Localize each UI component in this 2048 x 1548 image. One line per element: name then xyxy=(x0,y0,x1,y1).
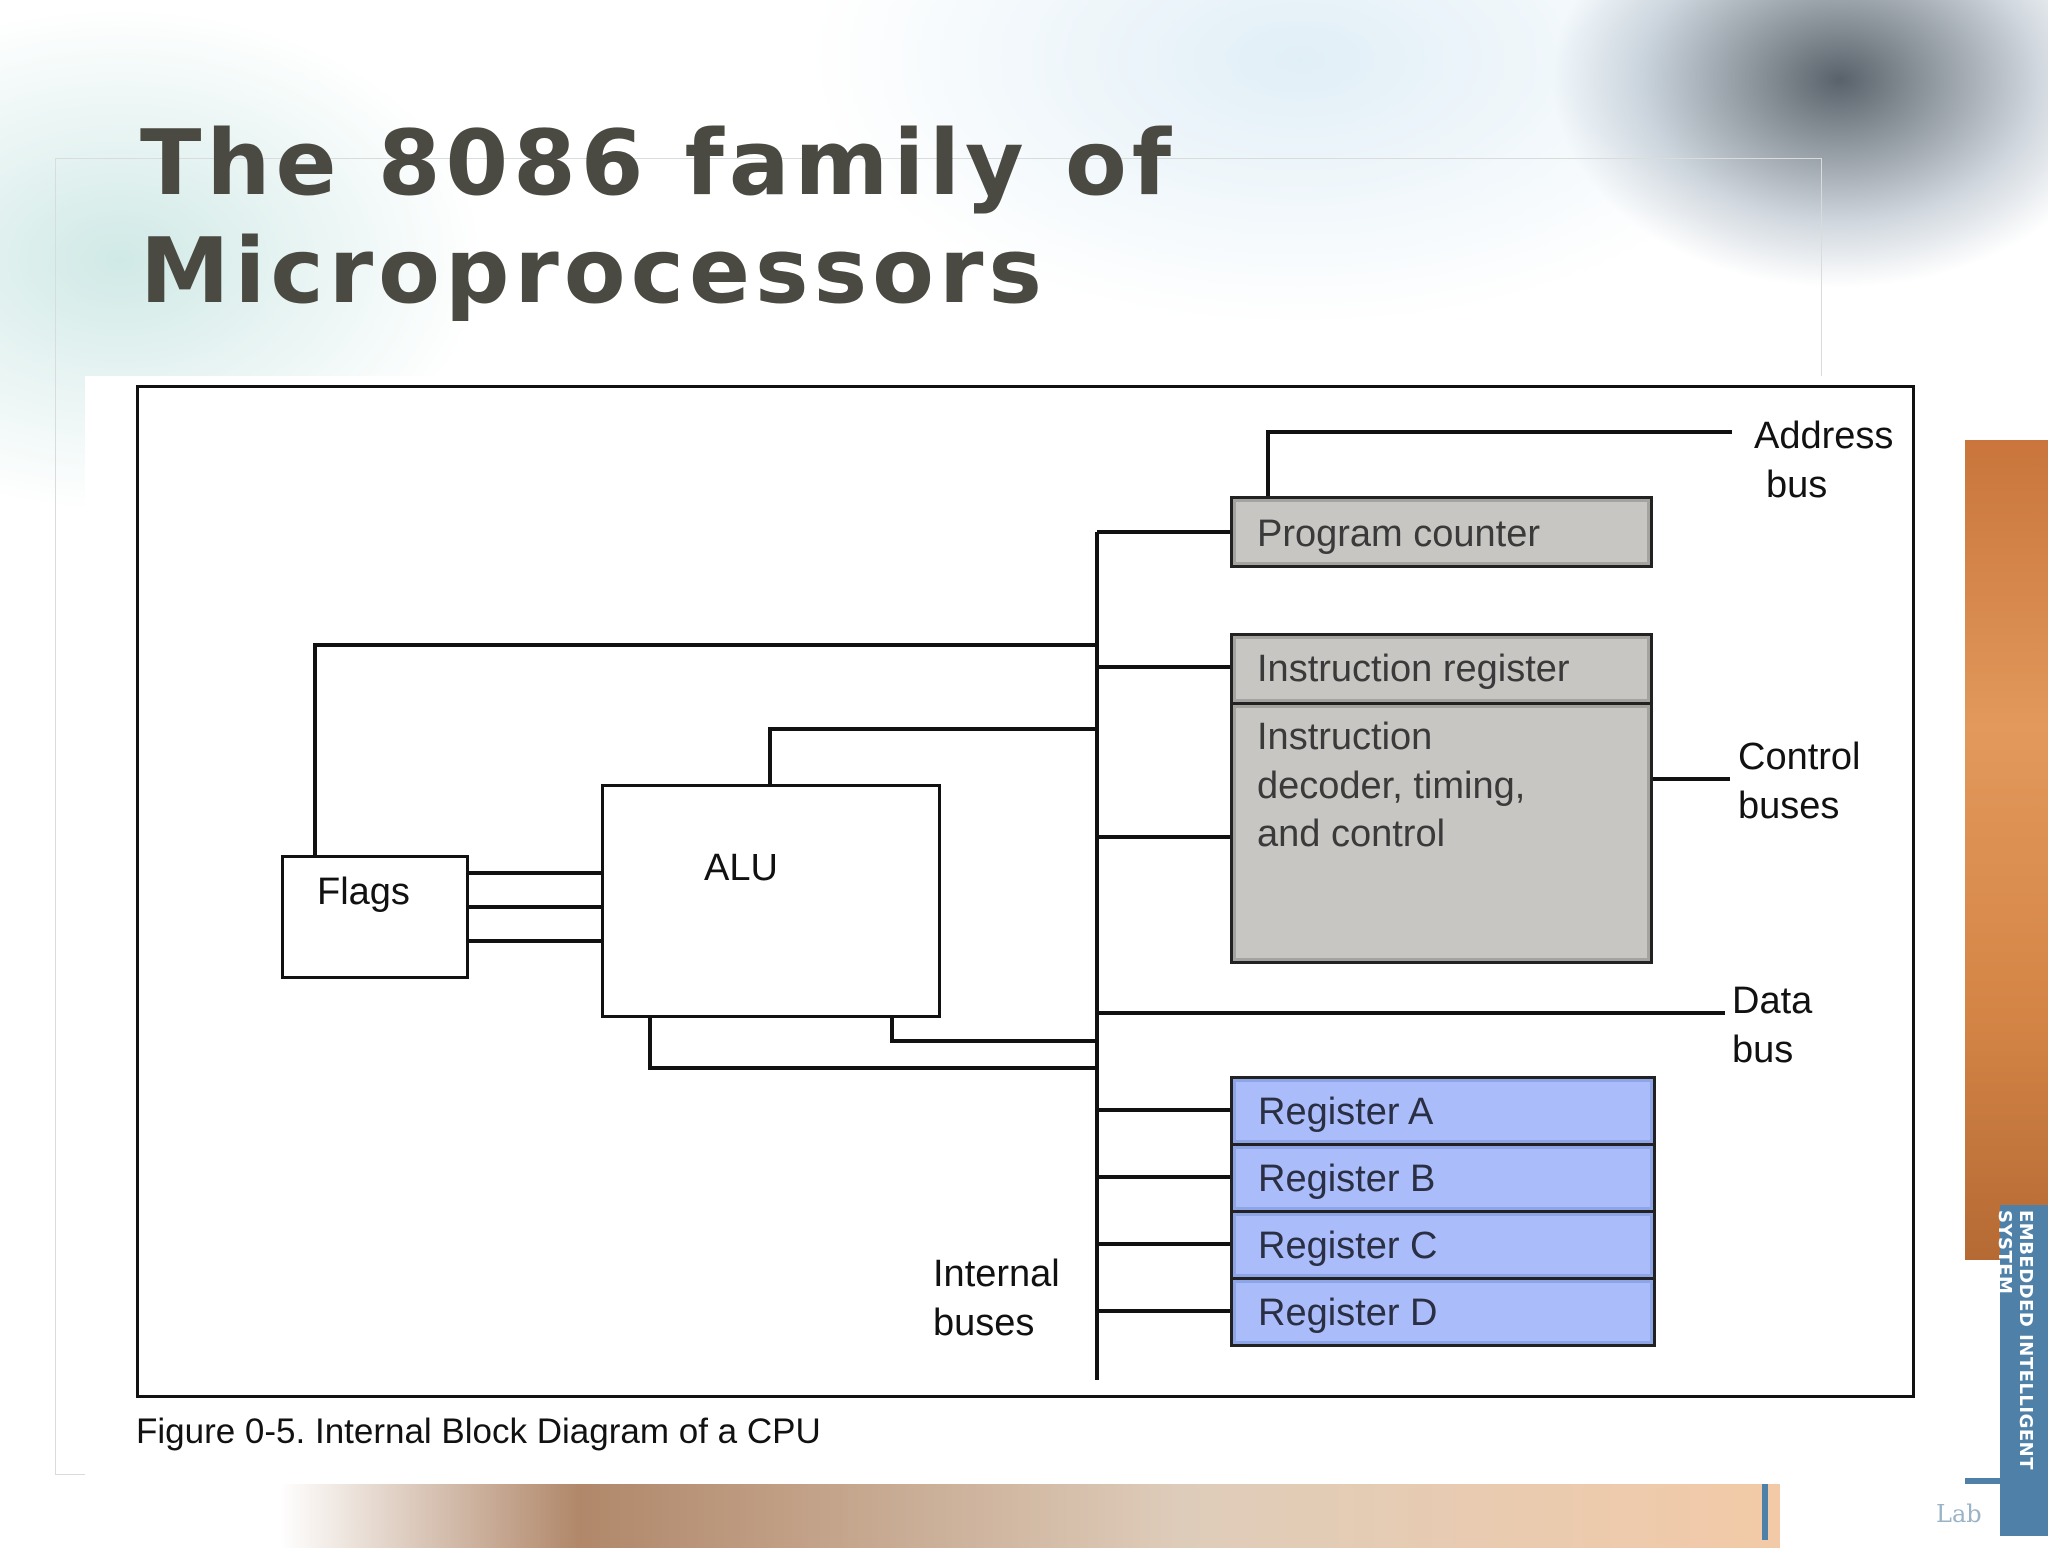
background-ribbon-right xyxy=(1960,440,2048,1260)
figure-border xyxy=(136,385,1915,1398)
data-bus-label: Data bus xyxy=(1732,977,1812,1074)
program-counter-block xyxy=(1230,496,1653,568)
link-alu-top xyxy=(768,727,1097,786)
instruction-decoder-block xyxy=(1230,702,1653,964)
internal-buses-line-1: Internal xyxy=(933,1253,1060,1295)
background-ribbon-top xyxy=(1280,0,2048,400)
link-alu-bottom-2 xyxy=(648,1016,1097,1070)
register-d-label: Register D xyxy=(1258,1292,1438,1334)
program-counter-label: Program counter xyxy=(1257,513,1541,555)
lab-logo-text: Lab xyxy=(1936,1500,1982,1528)
address-bus-line-1: Address xyxy=(1754,415,1894,457)
slide-title-line-1: The 8086 family of xyxy=(140,111,1177,216)
data-bus-line-2: bus xyxy=(1732,1028,1794,1071)
decoder-line-2: decoder, timing, xyxy=(1257,764,1526,807)
address-bus-line-2: bus xyxy=(1766,463,1828,506)
register-d-block xyxy=(1230,1277,1656,1347)
decoder-line-1: Instruction xyxy=(1257,716,1433,758)
flags-block xyxy=(281,855,469,979)
data-bus-line-1: Data xyxy=(1732,980,1813,1022)
control-buses-line-1: Control xyxy=(1738,736,1861,778)
internal-buses-line-2: buses xyxy=(933,1301,1035,1344)
register-b-label: Register B xyxy=(1258,1158,1436,1200)
instruction-register-label: Instruction register xyxy=(1257,648,1570,690)
register-a-label: Register A xyxy=(1258,1091,1434,1133)
link-flags-top xyxy=(313,643,1097,858)
side-logo-text: EMBEDDED INTELLIGENT SYSTEM xyxy=(1994,1210,2036,1470)
register-c-label: Register C xyxy=(1258,1225,1438,1267)
slide-title: The 8086 family of Microprocessors xyxy=(140,110,1176,326)
register-a-block xyxy=(1230,1076,1656,1146)
flags-label: Flags xyxy=(317,871,410,913)
alu-label: ALU xyxy=(704,847,778,889)
link-alu-bottom-1 xyxy=(890,1016,1097,1043)
figure-caption: Figure 0-5. Internal Block Diagram of a … xyxy=(136,1412,821,1451)
internal-buses-label: Internal buses xyxy=(933,1250,1060,1347)
alu-block xyxy=(601,784,941,1018)
control-buses-label: Control buses xyxy=(1738,733,1861,830)
control-buses-line-2: buses xyxy=(1738,784,1840,827)
instruction-decoder-label: Instruction decoder, timing, and control xyxy=(1257,713,1525,859)
address-bus-line xyxy=(1266,430,1732,498)
slide-title-line-2: Microprocessors xyxy=(140,219,1047,324)
address-bus-label: Address bus xyxy=(1754,412,1893,509)
register-c-block xyxy=(1230,1210,1656,1280)
decoder-line-3: and control xyxy=(1257,813,1446,856)
